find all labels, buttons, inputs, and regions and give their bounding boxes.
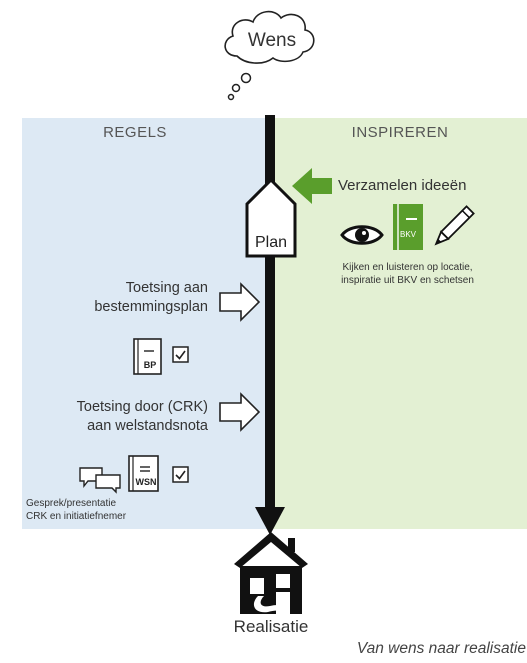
house-icon — [234, 532, 308, 614]
inspire-caption-2: inspiratie uit BKV en schetsen — [341, 275, 474, 286]
inspireren-heading: INSPIREREN — [351, 124, 449, 141]
pencil-icon — [434, 205, 475, 246]
result-label: Realisatie — [233, 617, 309, 636]
document-icon — [128, 455, 159, 492]
inspire-caption-1: Kijken en luisteren op locatie, — [342, 262, 473, 273]
figure-caption: Van wens naar realisatie — [356, 640, 526, 657]
house-pentagon-icon — [245, 177, 297, 258]
check1-line1: Toetsing aan — [125, 280, 208, 296]
check1-line2: bestemmingsplan — [94, 299, 208, 315]
plan-label: Plan — [254, 234, 288, 251]
outline-arrow-icon — [219, 392, 261, 432]
green-arrow-icon — [292, 168, 332, 204]
checkbox-icon — [172, 346, 189, 363]
meeting-caption-2: CRK en initiatiefnemer — [26, 511, 127, 522]
meeting-caption-1: Gesprek/presentatie — [26, 498, 117, 509]
cloud-label: Wens — [247, 30, 297, 51]
book-label: BKV — [399, 230, 416, 239]
cloud-icon — [224, 10, 315, 64]
chat-bubbles-icon — [79, 467, 121, 494]
doc1-label: BP — [143, 360, 157, 370]
checkbox-icon — [172, 466, 189, 483]
inspire-step-label: Verzamelen ideeën — [338, 177, 467, 194]
check2-line2: aan welstandsnota — [87, 418, 208, 434]
timeline-arrow — [255, 115, 285, 535]
document-icon — [133, 338, 162, 375]
outline-arrow-icon — [219, 282, 261, 322]
check2-line1: Toetsing door (CRK) — [76, 399, 208, 415]
eye-icon — [340, 225, 384, 245]
regels-heading: REGELS — [103, 124, 167, 141]
thought-bubble-icon — [227, 72, 252, 101]
doc2-label: WSN — [135, 477, 157, 487]
book-icon — [393, 204, 423, 250]
